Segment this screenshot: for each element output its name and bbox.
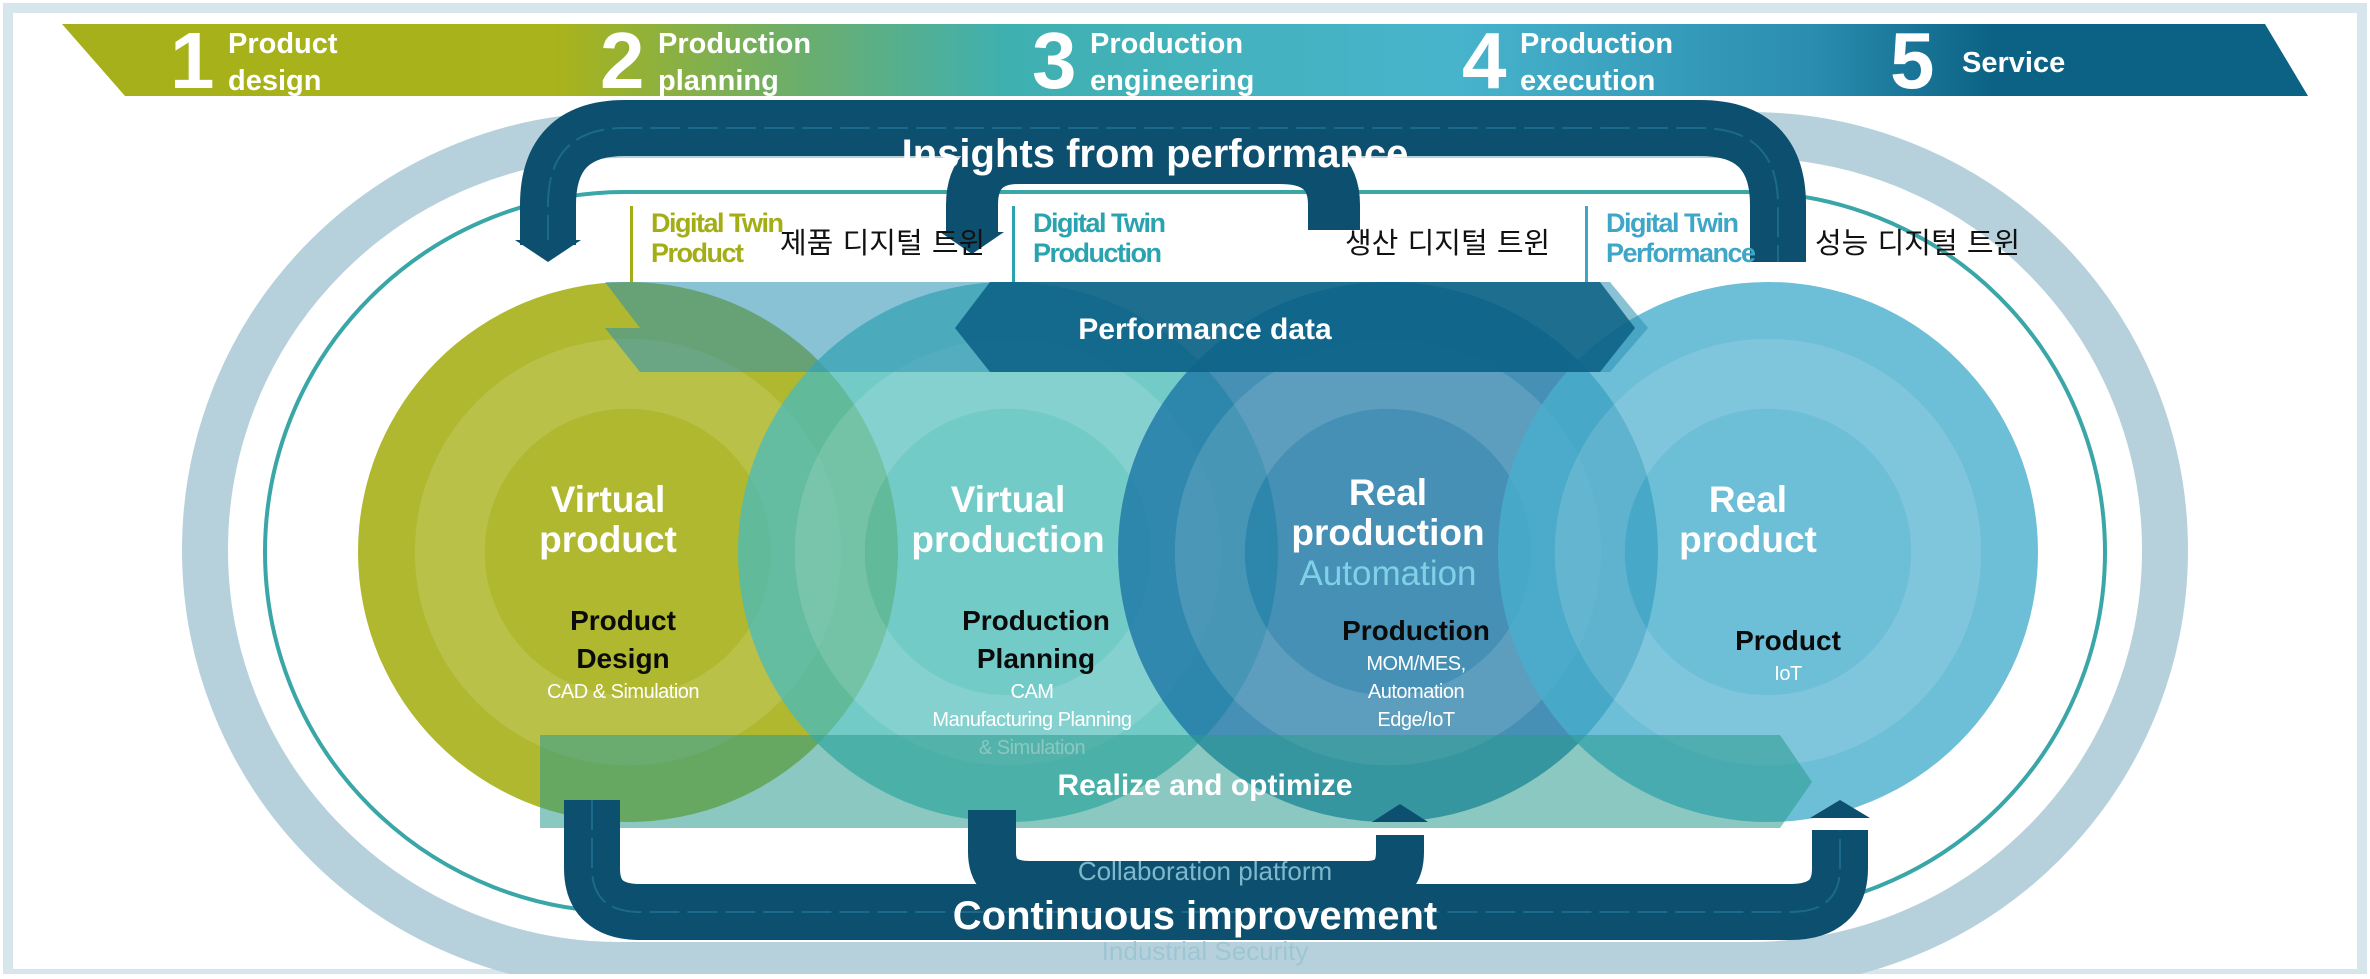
performance-data-band	[605, 282, 1648, 372]
stage-label-line2: planning	[658, 65, 779, 97]
lifecycle-circle	[1498, 282, 2038, 822]
circle-title-line2: product	[1679, 519, 1817, 560]
circle-4	[1498, 282, 2038, 822]
stage-label-line1: Production	[658, 28, 811, 60]
realize-optimize-label: Realize and optimize	[1057, 769, 1352, 802]
lifecycle-circle	[1118, 282, 1658, 822]
stage-label-line2: engineering	[1090, 65, 1254, 97]
stage-number: 5	[1890, 16, 1935, 105]
twin-label-line2: Product	[651, 238, 744, 268]
circle-function-line2: Design	[576, 643, 669, 674]
circle-inner-ring	[1554, 338, 1982, 766]
twin-label-line1: Digital Twin	[651, 208, 783, 238]
twin-korean-label: 제품 디지털 트윈	[780, 226, 985, 260]
realize-optimize-band	[540, 735, 1812, 828]
circle-title-line1: Virtual	[951, 479, 1065, 520]
industrial-security-label: Industrial Security	[1102, 936, 1309, 966]
stage-label-line1: Production	[1090, 28, 1243, 60]
circle-title-line2: product	[539, 519, 677, 560]
circle-function-line2: Planning	[977, 643, 1095, 674]
collaboration-platform-label: Collaboration platform	[1078, 856, 1332, 886]
circle-subtitle: Automation	[1299, 554, 1476, 593]
twin-divider	[1585, 206, 1588, 282]
circle-title-line2: production	[1291, 512, 1484, 553]
circle-text-3: RealproductionAutomationProductionMOM/ME…	[1291, 472, 1489, 731]
circle-detail: Automation	[1368, 681, 1464, 703]
insights-loop	[515, 100, 1806, 262]
stage-labels: 1 Product design 2 Production planning 3 Produc…	[170, 16, 2065, 105]
twin-divider	[630, 206, 633, 282]
process-stage-banner	[62, 24, 2308, 96]
stage-label-line1: Production	[1520, 28, 1673, 60]
circle-title-line1: Virtual	[551, 479, 665, 520]
circle-function-line1: Product	[1735, 625, 1841, 656]
stage-number: 1	[170, 16, 215, 105]
twin-label-line1: Digital Twin	[1606, 208, 1738, 238]
continuous-improvement-loop	[564, 800, 1870, 940]
circle-title-line2: production	[911, 519, 1104, 560]
stage-number: 4	[1462, 16, 1507, 105]
continuous-improvement-label: Continuous improvement	[953, 894, 1437, 938]
twin-label-line1: Digital Twin	[1033, 208, 1165, 238]
lifecycle-circle	[358, 282, 898, 822]
insights-label: Insights from performance	[902, 132, 1409, 176]
stage-label-line1: Service	[1962, 47, 2065, 79]
circle-detail: Edge/IoT	[1377, 709, 1454, 731]
twin-label-line2: Performance	[1606, 238, 1756, 268]
stage-number: 3	[1032, 16, 1077, 105]
circle-detail: Manufacturing Planning	[932, 709, 1131, 731]
circle-detail: MOM/MES,	[1366, 653, 1465, 675]
twin-korean-label: 성능 디지털 트윈	[1815, 226, 2020, 260]
performance-data-label: Performance data	[1078, 313, 1332, 346]
circle-function-line1: Production	[1342, 615, 1490, 646]
twin-divider	[1012, 206, 1015, 282]
stage-label-line2: design	[228, 65, 321, 97]
stage-label-line1: Product	[228, 28, 338, 60]
circle-function-line1: Product	[570, 605, 676, 636]
circle-detail: CAD & Simulation	[547, 681, 699, 703]
circle-title-line1: Real	[1709, 479, 1787, 520]
circle-function-line1: Production	[962, 605, 1110, 636]
twin-korean-label: 생산 디지털 트윈	[1345, 226, 1550, 260]
circle-title-line1: Real	[1349, 472, 1427, 513]
lifecycle-circle	[738, 282, 1278, 822]
stage-number: 2	[600, 16, 645, 105]
twin-label-line2: Production	[1033, 238, 1161, 268]
circle-detail: IoT	[1774, 663, 1802, 685]
circle-detail: CAM	[1011, 681, 1054, 703]
stage-label-line2: execution	[1520, 65, 1655, 97]
